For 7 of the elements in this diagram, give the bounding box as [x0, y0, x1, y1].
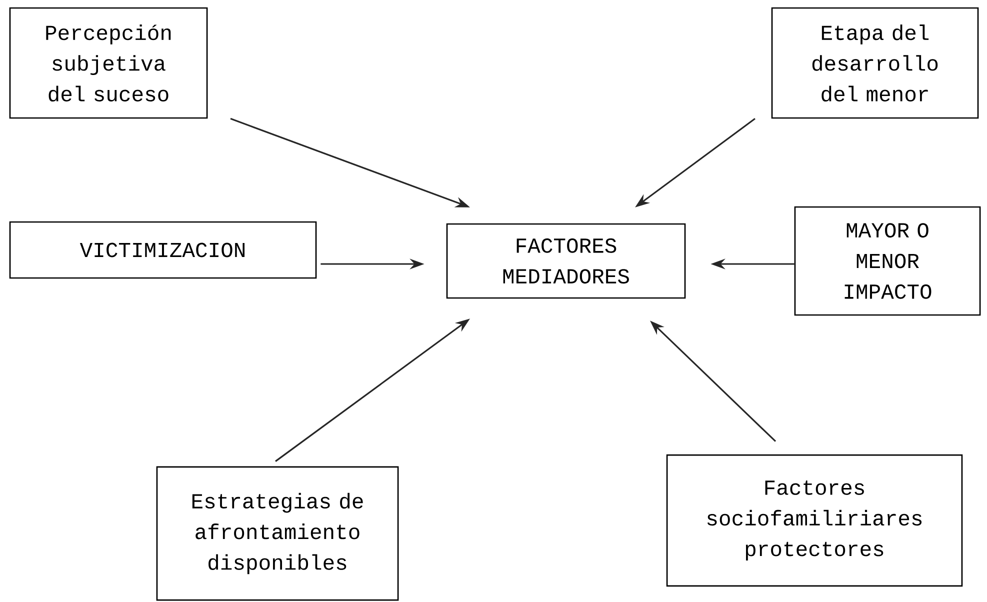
text-box: Etapa del desarrollo del menor [771, 7, 979, 119]
text-box: Factores sociofamiliriares protectores [666, 454, 963, 587]
text-box: VICTIMIZACION [9, 221, 317, 279]
text-box: Percepción subjetiva del suceso [9, 7, 208, 119]
text-box: Estrategias de afrontamiento disponibles [156, 466, 399, 601]
text-box: MAYOR O MENOR IMPACTO [794, 206, 981, 316]
text-box: FACTORES MEDIADORES [446, 223, 686, 299]
